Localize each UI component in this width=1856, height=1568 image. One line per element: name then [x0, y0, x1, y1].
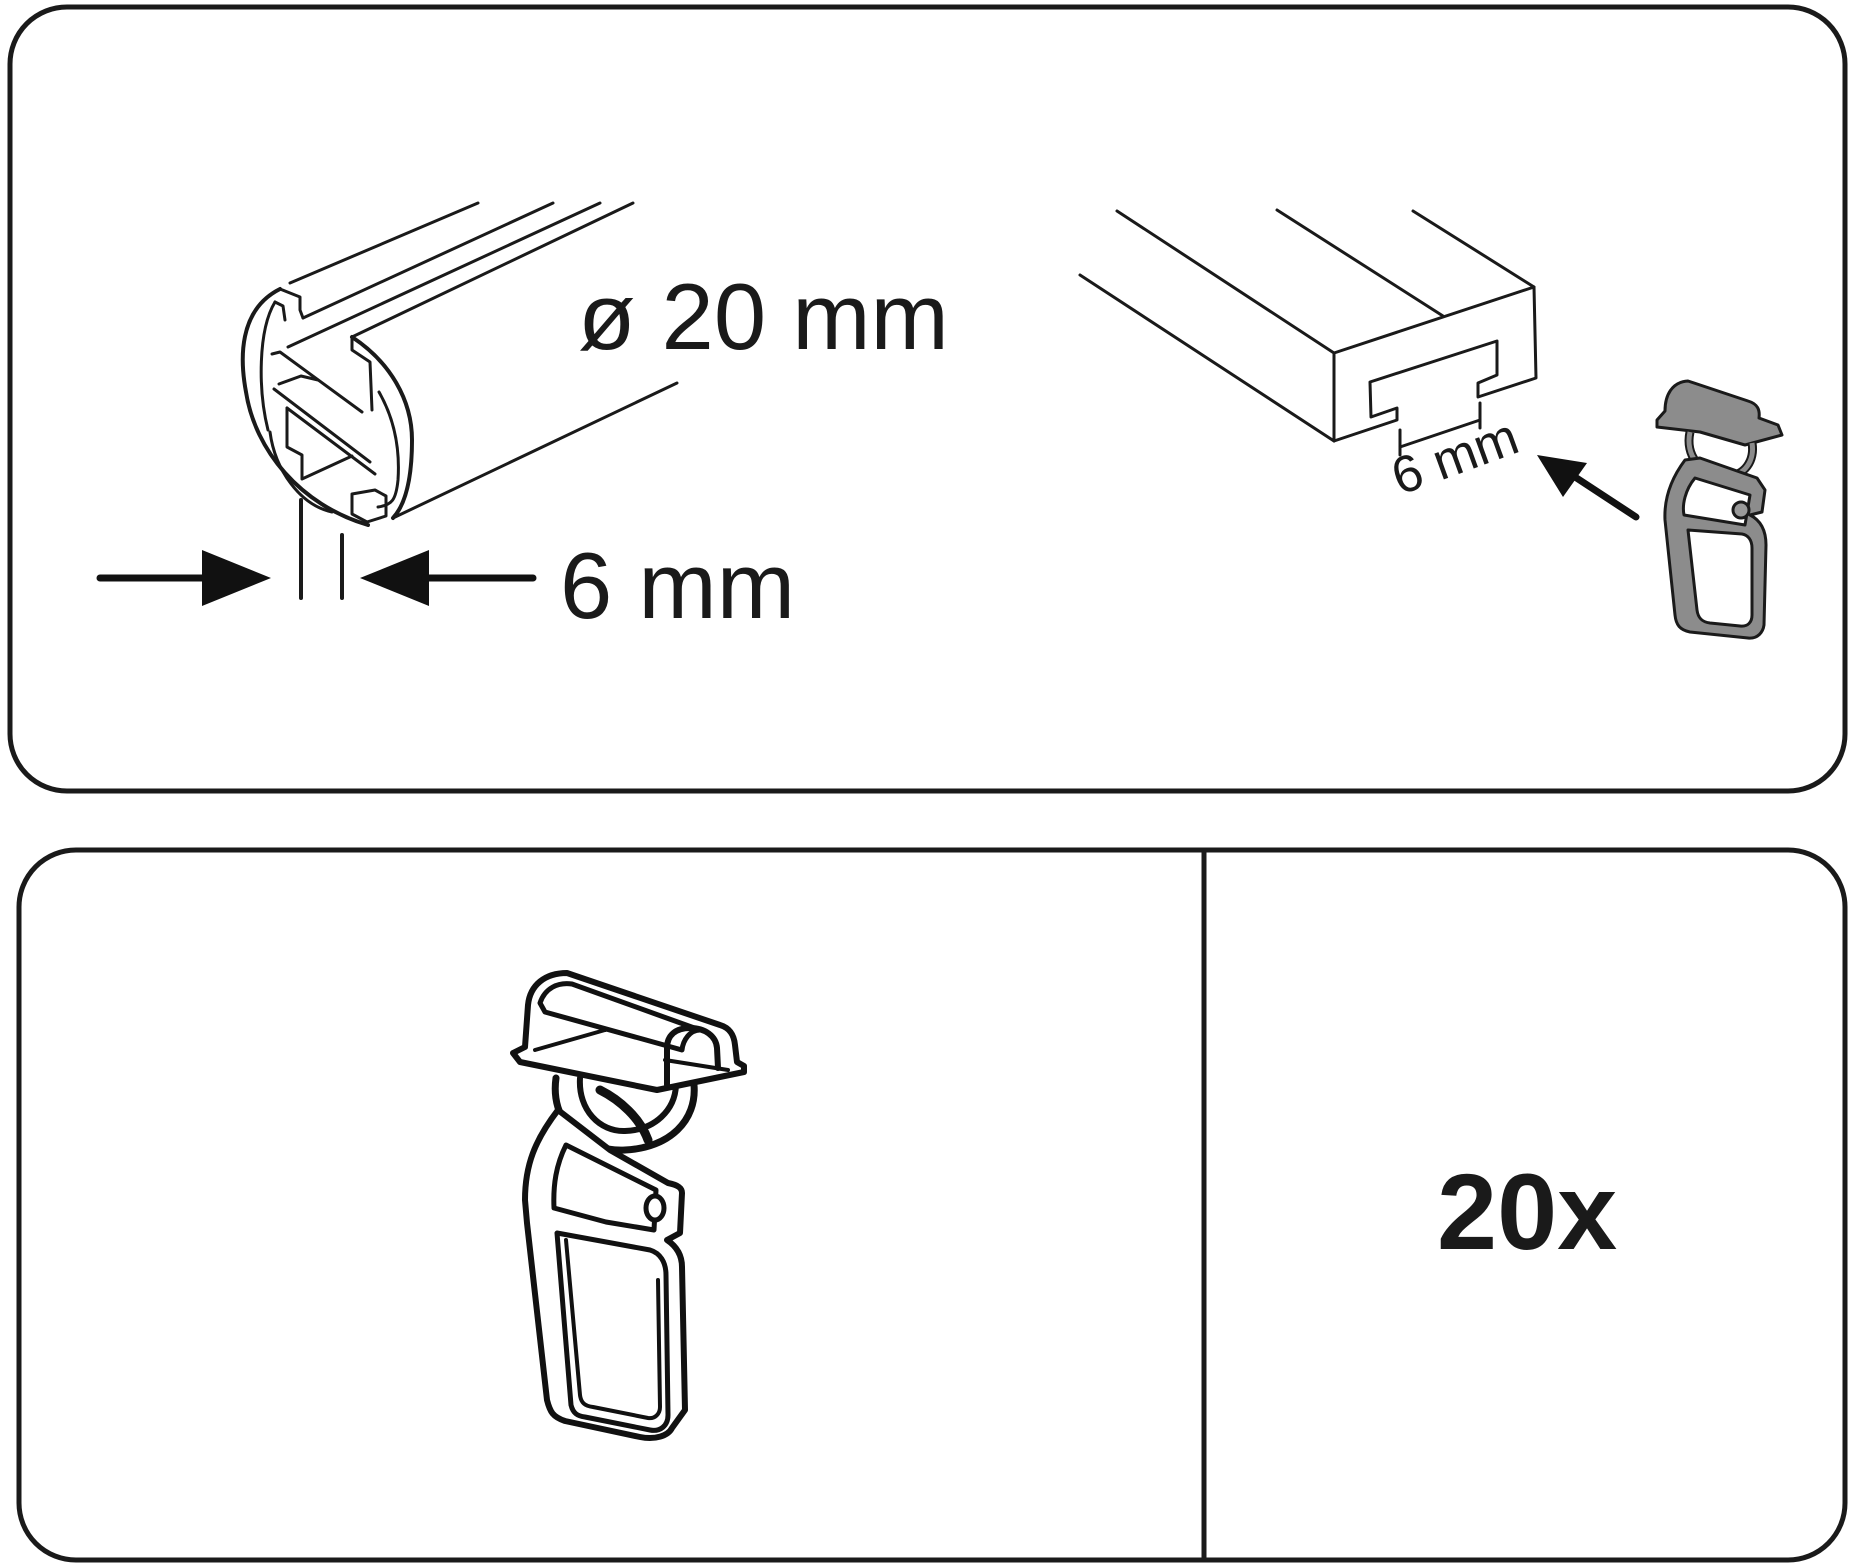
- curtain-rod-icon: [240, 201, 679, 527]
- bottom-panel-frame: [16, 847, 1848, 1563]
- glider-hook-icon: [510, 970, 747, 1441]
- glider-hook-gray-icon: [1655, 379, 1784, 640]
- rod-slot-dimension: [96, 498, 537, 606]
- insert-arrow-icon: [1537, 455, 1640, 521]
- arrow-right-icon: [202, 550, 271, 606]
- rod-diameter-label: ø 20 mm: [578, 264, 949, 369]
- rod-slot-width-label: 6 mm: [560, 533, 795, 638]
- quantity-label: 20x: [1437, 1151, 1618, 1272]
- top-panel-frame: [7, 4, 1848, 794]
- arrow-left-icon: [360, 550, 429, 606]
- curtain-rail-icon: [1078, 208, 1538, 457]
